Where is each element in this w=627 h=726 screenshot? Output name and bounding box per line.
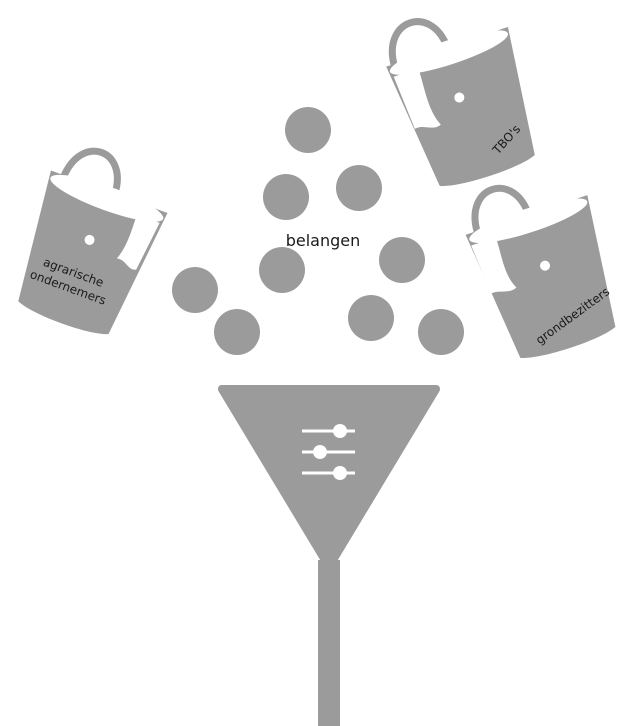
interest-ball [263, 174, 309, 220]
interest-ball [336, 165, 382, 211]
center-label: belangen [286, 231, 361, 250]
sliders-icon [302, 424, 355, 480]
interest-ball [172, 267, 218, 313]
funnel [218, 385, 440, 726]
interest-ball [285, 107, 331, 153]
interest-ball [214, 309, 260, 355]
funnel-spout [318, 560, 340, 726]
bucket-agrarische-ondernemers: agrarische ondernemers [3, 138, 179, 344]
bucket-grondbezitters: grondbezitters [455, 162, 627, 368]
interest-ball [379, 237, 425, 283]
interest-ball [259, 247, 305, 293]
bucket-tbos: TBO's [376, 0, 550, 196]
interest-ball [418, 309, 464, 355]
interest-ball [348, 295, 394, 341]
